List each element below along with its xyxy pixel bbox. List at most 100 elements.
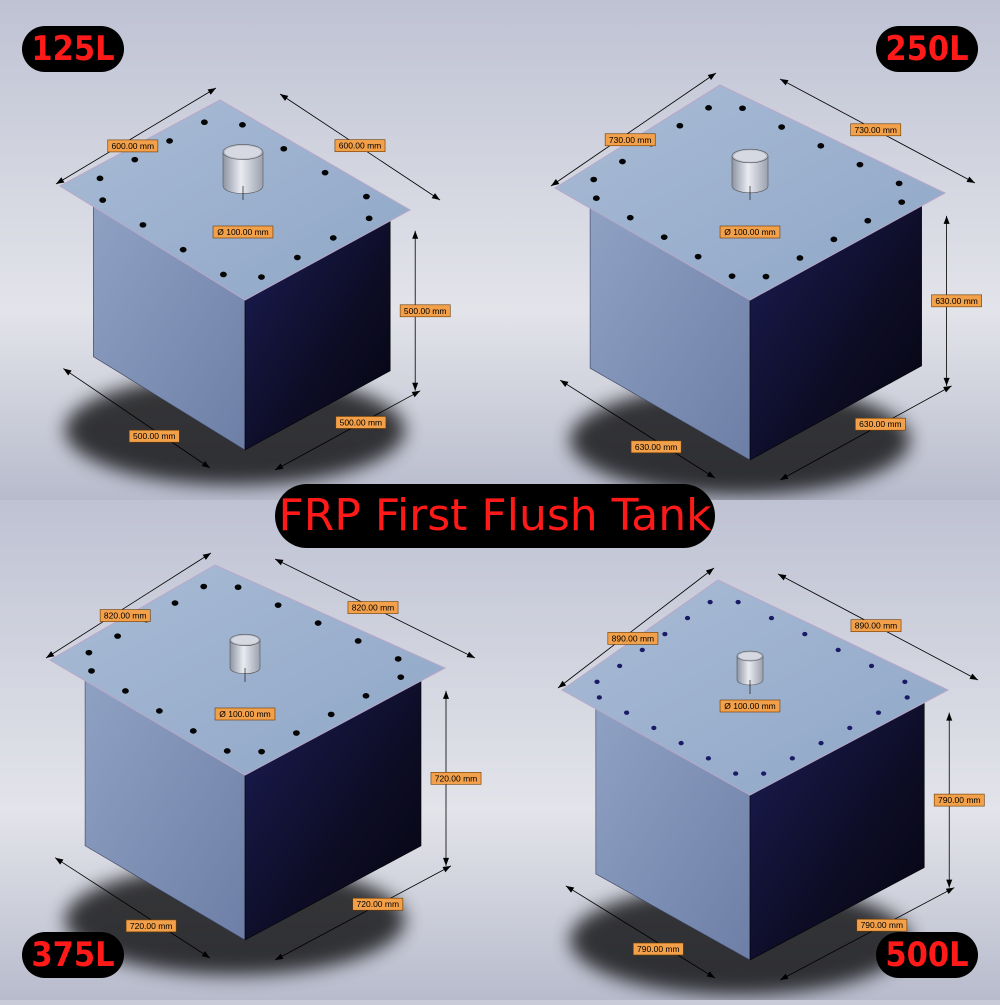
dimension-label-height: 630.00 mm: [931, 294, 982, 308]
bolt-hole: [835, 647, 841, 653]
dimension-label-base-right: 500.00 mm: [335, 416, 387, 429]
dimension-label-pipe: Ø 100.00 mm: [719, 225, 781, 239]
bolt-hole: [592, 195, 600, 201]
bolt-hole: [365, 215, 373, 222]
bolt-hole: [904, 695, 910, 700]
bolt-hole: [678, 740, 684, 746]
capacity-label-125l: 125L: [22, 26, 124, 72]
bolt-hole: [676, 122, 684, 129]
bolt-hole: [131, 156, 139, 163]
dimension-base-left: [63, 368, 211, 469]
bolt-hole: [362, 692, 370, 699]
svg-text:500.00 mm: 500.00 mm: [133, 431, 176, 441]
svg-text:720.00 mm: 720.00 mm: [435, 773, 478, 783]
bolt-hole: [847, 725, 853, 731]
tank-drawing-250l: 730.00 mm 730.00 mm Ø 100.00 mm 630.00 mm 63…: [550, 72, 982, 495]
capacity-label-375l: 375L: [22, 932, 124, 978]
dimension-label-base-right: 630.00 mm: [855, 417, 906, 431]
bolt-hole: [96, 175, 104, 182]
bolt-hole: [321, 169, 329, 176]
bolt-hole: [778, 124, 786, 130]
bolt-hole: [354, 638, 362, 644]
dimension-label-top-right: 890.00 mm: [850, 619, 902, 632]
tank-lid: [561, 579, 950, 796]
bolt-hole: [707, 599, 713, 605]
dimension-label-top-right: 820.00 mm: [347, 601, 399, 614]
bolt-hole: [651, 725, 657, 731]
dimension-top-left: [45, 552, 212, 659]
svg-text:Ø 100.00 mm: Ø 100.00 mm: [219, 709, 271, 719]
dimension-label-base-right: 720.00 mm: [352, 897, 404, 911]
svg-text:630.00 mm: 630.00 mm: [635, 442, 678, 452]
bolt-hole: [155, 708, 163, 714]
bolt-hole: [200, 119, 208, 126]
bolt-hole: [768, 615, 775, 621]
dimension-label-height: 500.00 mm: [399, 304, 451, 318]
inlet-pipe: [229, 639, 261, 674]
dimension-label-pipe: Ø 100.00 mm: [212, 225, 274, 239]
bolt-hole: [619, 158, 626, 165]
svg-text:630.00 mm: 630.00 mm: [935, 296, 978, 306]
svg-text:790.00 mm: 790.00 mm: [938, 795, 981, 805]
bolt-hole: [122, 688, 129, 694]
bolt-hole: [802, 631, 808, 637]
dimension-label-top-right: 730.00 mm: [850, 123, 902, 137]
bolt-hole: [258, 274, 265, 280]
bolt-hole: [735, 599, 741, 605]
bolt-hole: [639, 647, 645, 653]
dimension-label-pipe: Ø 100.00 mm: [719, 699, 781, 713]
dimension-label-top-left: 890.00 mm: [607, 632, 659, 645]
dimension-label-top-left: 730.00 mm: [604, 133, 656, 147]
bolt-hole: [856, 161, 864, 168]
bolt-hole: [817, 143, 825, 149]
svg-text:730.00 mm: 730.00 mm: [854, 125, 897, 135]
bolt-hole: [114, 633, 122, 639]
bolt-hole: [200, 583, 208, 590]
svg-text:500.00 mm: 500.00 mm: [404, 306, 447, 316]
svg-text:790.00 mm: 790.00 mm: [637, 944, 680, 954]
dimension-label-base-left: 630.00 mm: [630, 440, 682, 454]
tank-drawing-500l: 890.00 mm 890.00 mm Ø 100.00 mm 790.00 mm 79…: [557, 567, 985, 995]
bolt-hole: [875, 710, 882, 715]
bolt-hole: [789, 756, 795, 761]
bolt-hole: [626, 214, 634, 221]
svg-text:500.00 mm: 500.00 mm: [340, 417, 383, 427]
bolt-hole: [274, 602, 282, 608]
svg-text:820.00 mm: 820.00 mm: [352, 603, 395, 613]
bolt-hole: [830, 236, 838, 243]
svg-text:890.00 mm: 890.00 mm: [612, 633, 655, 643]
dimension-label-base-right: 790.00 mm: [856, 918, 908, 932]
dimension-base-left: [565, 885, 716, 979]
bolt-hole: [624, 710, 630, 715]
bolt-hole: [280, 145, 288, 152]
bolt-hole: [594, 679, 600, 685]
dimension-label-base-left: 500.00 mm: [128, 429, 180, 443]
svg-text:720.00 mm: 720.00 mm: [130, 921, 173, 931]
dimension-top-left: [55, 87, 217, 185]
dimension-label-height: 790.00 mm: [933, 793, 985, 807]
bolt-hole: [179, 246, 187, 253]
bolt-hole: [314, 620, 322, 626]
page-title: FRP First Flush Tank: [275, 484, 715, 548]
bolt-hole: [220, 271, 227, 278]
svg-text:Ø 100.00 mm: Ø 100.00 mm: [724, 227, 776, 237]
svg-text:Ø 100.00 mm: Ø 100.00 mm: [217, 227, 269, 237]
svg-text:600.00 mm: 600.00 mm: [339, 141, 382, 151]
dimension-base-right: [274, 390, 421, 471]
bolt-hole: [902, 679, 908, 685]
bolt-hole: [99, 197, 107, 203]
bolt-hole: [705, 756, 711, 761]
dimension-base-left: [54, 857, 211, 959]
bolt-hole: [189, 728, 197, 734]
bolt-hole: [684, 615, 691, 621]
bolt-hole: [739, 105, 746, 112]
bolt-hole: [596, 695, 602, 700]
capacity-label-250l: 250L: [876, 26, 978, 72]
bolt-hole: [796, 255, 804, 261]
bolt-hole: [898, 199, 906, 205]
svg-text:820.00 mm: 820.00 mm: [104, 611, 147, 621]
bolt-hole: [329, 235, 337, 241]
svg-text:Ø 100.00 mm: Ø 100.00 mm: [724, 701, 776, 711]
dimension-base-left: [559, 379, 716, 479]
